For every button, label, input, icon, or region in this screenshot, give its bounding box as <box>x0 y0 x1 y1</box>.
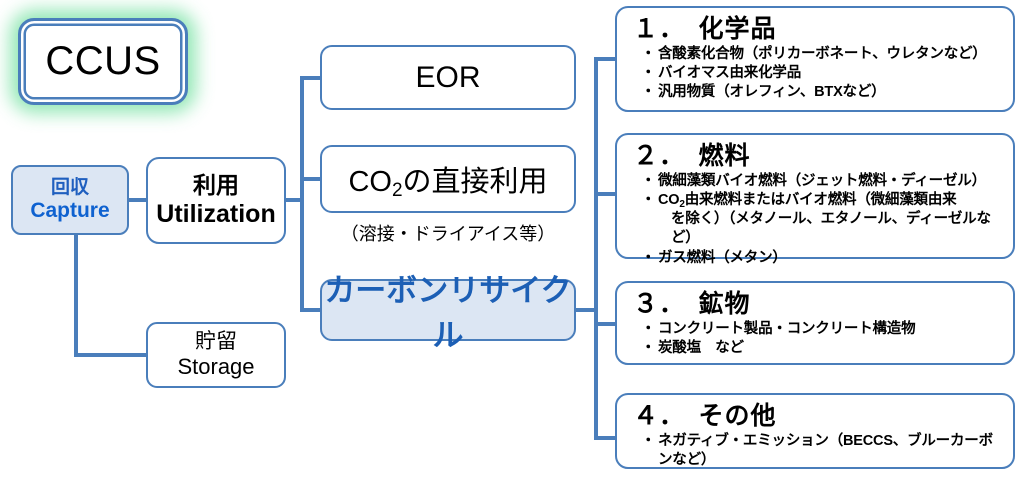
list-item: CO2由来燃料またはバイオ燃料（微細藻類由来 <box>641 191 1007 211</box>
storage-label-en: Storage <box>177 354 255 380</box>
list-item: 炭酸塩 など <box>641 339 1007 358</box>
eor-box[interactable]: EOR <box>320 45 576 110</box>
list-item: バイオマス由来化学品 <box>641 64 1007 83</box>
direct-use-label-pre: CO <box>348 166 392 198</box>
connector-trunk-cat1 <box>594 57 617 61</box>
list-item: 含酸素化合物（ポリカーボネート、ウレタンなど） <box>641 45 1007 64</box>
category-item-list: 微細藻類バイオ燃料（ジェット燃料・ディーゼル） CO2由来燃料またはバイオ燃料（… <box>617 172 1013 268</box>
category-item-list: コンクリート製品・コンクリート構造物 炭酸塩 など <box>617 320 1013 358</box>
category-box-fuels[interactable]: ２． 燃料 微細藻類バイオ燃料（ジェット燃料・ディーゼル） CO2由来燃料または… <box>615 133 1015 268</box>
list-item: 汎用物質（オレフィン、BTXなど） <box>641 83 1007 102</box>
category-box-other[interactable]: ４． その他 ネガティブ・エミッション（BECCS、ブルーカーボンなど） <box>615 393 1015 469</box>
list-item: コンクリート製品・コンクリート構造物 <box>641 320 1007 339</box>
category-item-list: 含酸素化合物（ポリカーボネート、ウレタンなど） バイオマス由来化学品 汎用物質（… <box>617 45 1013 103</box>
connector-capture-storage <box>74 353 148 357</box>
list-item: ガス燃料（メタン） <box>641 249 1007 268</box>
ccus-label: CCUS <box>45 39 161 83</box>
category-item-list: ネガティブ・エミッション（BECCS、ブルーカーボンなど） <box>617 432 1013 470</box>
list-item-sub: 2 <box>679 199 685 211</box>
utilization-label-ja: 利用 <box>193 171 239 198</box>
category-title: １． 化学品 <box>633 15 777 43</box>
connector-capture-utilization <box>129 198 148 202</box>
direct-use-label-sub: 2 <box>391 180 403 201</box>
connector-trunk-carbon <box>300 308 322 312</box>
category-title: ３． 鉱物 <box>633 290 751 318</box>
connector-right-trunk <box>594 57 598 440</box>
utilization-label-en: Utilization <box>156 200 276 229</box>
direct-use-box[interactable]: CO2の直接利用 <box>320 145 576 213</box>
category-title: ４． その他 <box>633 402 777 430</box>
direct-use-note: （溶接・ドライアイス等） <box>340 224 556 244</box>
connector-capture-down <box>74 233 78 357</box>
connector-trunk-cat4 <box>594 436 617 440</box>
list-item: ネガティブ・エミッション（BECCS、ブルーカーボンなど） <box>641 432 1007 470</box>
list-item-continuation: を除く）（メタノール、エタノール、ディーゼルなど） <box>671 211 991 247</box>
category-box-chemicals[interactable]: １． 化学品 含酸素化合物（ポリカーボネート、ウレタンなど） バイオマス由来化学… <box>615 6 1015 112</box>
connector-trunk-eor <box>300 76 322 80</box>
connector-utilization-stub <box>284 198 304 202</box>
ccus-box[interactable]: CCUS <box>18 18 188 105</box>
utilization-box[interactable]: 利用 Utilization <box>146 157 286 244</box>
capture-label-ja: 回収 <box>50 177 89 198</box>
storage-label-ja: 貯留 <box>195 330 237 354</box>
category-box-minerals[interactable]: ３． 鉱物 コンクリート製品・コンクリート構造物 炭酸塩 など <box>615 281 1015 365</box>
storage-box[interactable]: 貯留 Storage <box>146 322 286 388</box>
connector-carbon-stub <box>574 308 598 312</box>
connector-trunk-cat3 <box>594 322 617 326</box>
connector-middle-trunk <box>300 76 304 312</box>
capture-label-en: Capture <box>30 198 110 222</box>
direct-use-label-post: の直接利用 <box>402 166 548 198</box>
connector-trunk-cat2 <box>594 192 617 196</box>
connector-trunk-direct <box>300 177 322 181</box>
list-item-pre: CO <box>658 192 680 209</box>
capture-box[interactable]: 回収 Capture <box>11 165 129 235</box>
eor-label: EOR <box>415 60 481 94</box>
list-item: 微細藻類バイオ燃料（ジェット燃料・ディーゼル） <box>641 172 1007 191</box>
carbon-recycle-box[interactable]: カーボンリサイクル <box>320 273 576 353</box>
list-item-post: 由来燃料またはバイオ燃料（微細藻類由来 <box>684 192 957 209</box>
category-title: ２． 燃料 <box>633 142 751 170</box>
carbon-recycle-label: カーボンリサイクル <box>324 273 572 353</box>
direct-use-label: CO2の直接利用 <box>348 158 548 201</box>
